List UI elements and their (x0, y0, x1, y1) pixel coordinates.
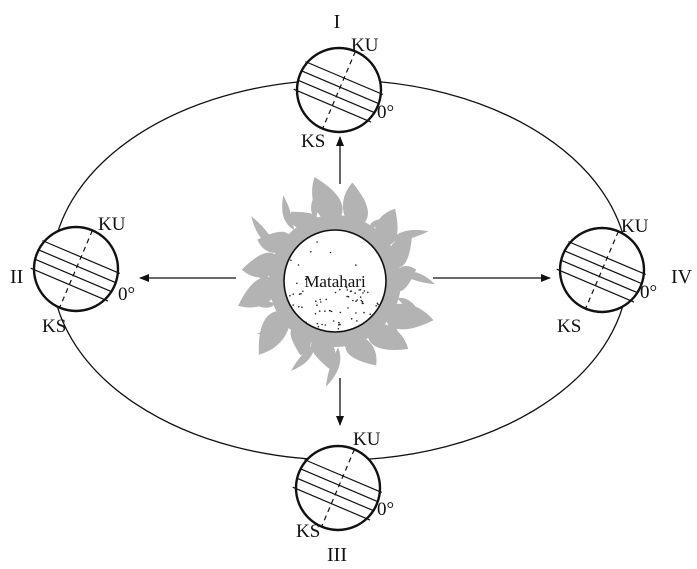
earth-position-1 (293, 46, 383, 134)
earth-position-3 (292, 444, 382, 532)
south-pole-label-4: KS (557, 316, 581, 337)
earth-position-2 (30, 225, 120, 313)
north-pole-label-3: KU (353, 429, 381, 450)
sun-label: Matahari (304, 272, 366, 291)
position-numeral-2: II (10, 266, 23, 288)
equator-label-3: 0° (377, 499, 394, 520)
sun-shading (289, 241, 379, 331)
position-numeral-1: I (334, 11, 341, 33)
position-numeral-3: III (327, 544, 347, 566)
sun: Matahari (283, 229, 387, 333)
north-pole-label-2: KU (98, 214, 126, 235)
position-numeral-4: IV (671, 266, 693, 288)
equator-label-2: 0° (118, 284, 135, 305)
north-pole-label-4: KU (621, 216, 649, 237)
equator-label-1: 0° (377, 102, 394, 123)
south-pole-label-1: KS (301, 131, 325, 152)
north-pole-label-1: KU (351, 35, 379, 56)
equator-label-4: 0° (640, 282, 657, 303)
south-pole-label-3: KS (296, 521, 320, 542)
radiation-arrows (139, 136, 551, 426)
earth-position-4 (556, 226, 646, 314)
south-pole-label-2: KS (42, 316, 66, 337)
